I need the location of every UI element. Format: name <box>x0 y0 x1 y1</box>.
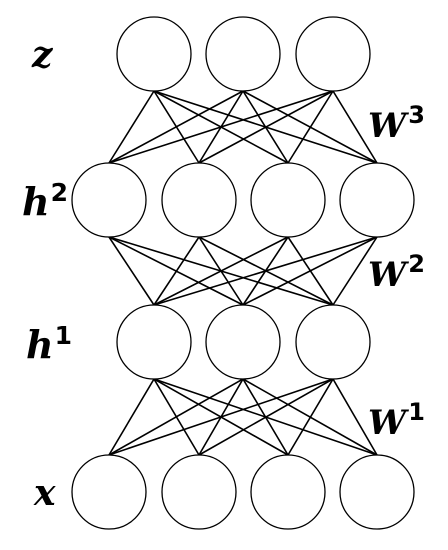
edge-w2-3-0 <box>153 236 378 306</box>
edge-w3-2-1 <box>198 90 334 164</box>
edge-w1-2-2 <box>287 378 334 456</box>
edge-w2-3-1 <box>242 236 378 306</box>
weight-label-w2: W2 <box>368 250 425 295</box>
node-h1-2 <box>295 304 371 380</box>
connection-edges <box>108 90 378 456</box>
node-x-1 <box>161 454 237 530</box>
node-h2-3 <box>339 162 415 238</box>
neuron-nodes <box>71 16 415 530</box>
edge-w2-2-0 <box>153 236 289 306</box>
node-h2-2 <box>250 162 326 238</box>
node-h2-0 <box>71 162 147 238</box>
layer-label-h2: h2 <box>22 178 68 224</box>
edge-w1-2-1 <box>198 378 334 456</box>
edge-w3-2-2 <box>287 90 334 164</box>
node-z-0 <box>116 16 192 92</box>
node-z-1 <box>205 16 281 92</box>
node-x-3 <box>339 454 415 530</box>
weight-label-w1: W1 <box>368 398 425 443</box>
layer-label-z: z <box>31 34 54 76</box>
edge-w2-1-0 <box>153 236 200 306</box>
node-h1-1 <box>205 304 281 380</box>
edge-w3-2-3 <box>332 90 378 164</box>
layer-label-x: x <box>33 472 56 514</box>
node-x-0 <box>71 454 147 530</box>
node-h2-1 <box>161 162 237 238</box>
edge-w1-0-0 <box>108 378 155 456</box>
weight-label-w3: W3 <box>368 101 425 146</box>
edge-w3-1-0 <box>108 90 244 164</box>
edge-w2-3-2 <box>332 236 378 306</box>
layer-label-h1: h1 <box>26 321 72 367</box>
edge-w1-2-3 <box>332 378 378 456</box>
edge-w1-2-0 <box>108 378 334 456</box>
edge-w3-0-0 <box>108 90 155 164</box>
node-x-2 <box>250 454 326 530</box>
edge-w2-0-0 <box>108 236 155 306</box>
edge-w3-2-0 <box>108 90 334 164</box>
node-h1-0 <box>116 304 192 380</box>
edge-w1-1-0 <box>108 378 244 456</box>
node-z-2 <box>295 16 371 92</box>
